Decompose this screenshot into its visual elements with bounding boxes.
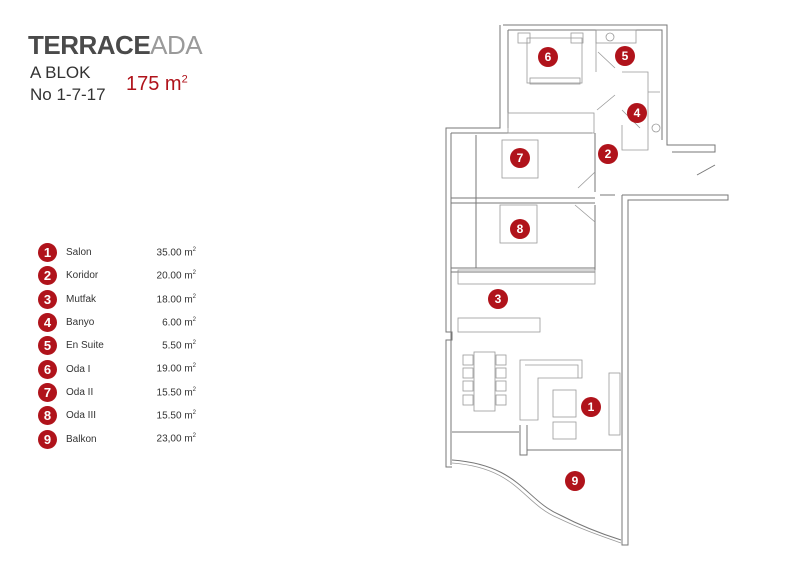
legend-item: 6 Oda I 19.00 m2	[38, 357, 196, 380]
room-number-badge: 8	[38, 406, 57, 426]
legend-item: 2 Koridor 20.00 m2	[38, 264, 196, 287]
legend-item: 1 Salon 35.00 m2	[38, 241, 196, 264]
plan-marker-8: 8	[510, 219, 530, 239]
svg-text:1: 1	[588, 400, 595, 414]
room-number-badge: 3	[38, 289, 57, 309]
room-name: En Suite	[66, 340, 104, 352]
plan-marker-1: 1	[581, 397, 601, 417]
legend-item: 7 Oda II 15.50 m2	[38, 381, 196, 404]
svg-text:7: 7	[517, 151, 524, 165]
svg-text:6: 6	[545, 50, 552, 64]
svg-text:8: 8	[517, 222, 524, 236]
room-area: 15.50 m2	[156, 410, 196, 422]
room-name: Oda I	[66, 363, 91, 375]
block-name: A BLOK	[30, 63, 91, 82]
plan-marker-6: 6	[538, 47, 558, 67]
legend-item: 3 Mutfak 18.00 m2	[38, 288, 196, 311]
room-number-badge: 7	[38, 382, 57, 402]
room-number-badge: 5	[38, 336, 57, 356]
legend-item: 4 Banyo 6.00 m2	[38, 311, 196, 334]
room-area: 6.00 m2	[162, 316, 196, 329]
room-area: 19.00 m2	[156, 363, 196, 375]
total-area: 175 m2	[126, 73, 188, 95]
room-number-badge: 6	[38, 359, 57, 379]
room-name: Oda III	[66, 410, 97, 422]
plan-marker-9: 9	[565, 471, 585, 491]
room-number-badge: 2	[38, 266, 57, 286]
room-name: Mutfak	[66, 293, 97, 305]
room-number-badge: 4	[38, 313, 57, 333]
room-number-badge: 9	[38, 429, 57, 449]
legend-item: 5 En Suite 5.50 m2	[38, 334, 196, 357]
svg-text:4: 4	[634, 106, 641, 120]
legend-item: 8 Oda III 15.50 m2	[38, 404, 196, 427]
room-area: 18.00 m2	[156, 293, 196, 305]
svg-text:9: 9	[572, 474, 579, 488]
room-area: 23,00 m2	[156, 433, 196, 445]
plan-marker-5: 5	[615, 46, 635, 66]
unit-number: No 1-7-17	[30, 85, 106, 104]
plan-marker-4: 4	[627, 103, 647, 123]
svg-text:2: 2	[605, 147, 612, 161]
room-area: 5.50 m2	[162, 340, 196, 352]
room-name: Balkon	[66, 433, 97, 445]
plan-marker-3: 3	[488, 289, 508, 309]
room-area: 35.00 m2	[156, 246, 196, 259]
room-area: 20.00 m2	[156, 270, 196, 282]
plan-marker-2: 2	[598, 144, 618, 164]
room-legend: 1 Salon 35.00 m2 2 Koridor 20.00 m2 3 Mutfak 18.…	[38, 241, 196, 451]
plan-marker-7: 7	[510, 148, 530, 168]
room-area: 15.50 m2	[156, 386, 196, 399]
room-name: Oda II	[66, 386, 94, 398]
legend-item: 9 Balkon 23,00 m2	[38, 427, 196, 450]
room-name: Banyo	[66, 317, 95, 329]
room-name: Salon	[66, 247, 92, 259]
room-name: Koridor	[66, 270, 99, 282]
svg-text:5: 5	[622, 49, 629, 63]
svg-text:3: 3	[495, 292, 502, 306]
logo: TERRACEADA	[28, 30, 203, 60]
room-number-badge: 1	[38, 243, 57, 263]
